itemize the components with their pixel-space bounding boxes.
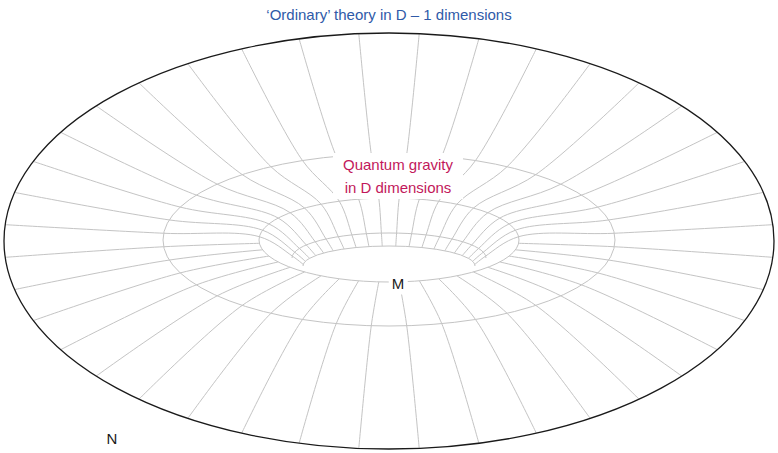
grid-line: [488, 267, 682, 376]
funnel-rims: [4, 33, 774, 449]
grid-line: [515, 250, 763, 290]
grid-line: [419, 281, 479, 443]
grid-line: [33, 256, 269, 321]
grid-ring: [163, 154, 615, 326]
grid-line: [422, 49, 536, 248]
throat-ring: [303, 246, 475, 266]
grid-line: [457, 276, 590, 419]
grid-line: [473, 272, 639, 399]
grid-line: [15, 250, 263, 290]
grid-line: [475, 225, 773, 265]
grid-line: [468, 161, 744, 258]
grid-line: [15, 192, 306, 261]
grid-line: [500, 262, 717, 350]
grid-line: [359, 34, 382, 246]
grid-line: [5, 225, 303, 265]
grid-line: [242, 49, 356, 248]
grid-line: [299, 39, 369, 247]
region-letter: M: [389, 272, 408, 295]
grid-ring: [259, 198, 519, 282]
bulk-caption: Quantum gravity in D dimensions: [333, 153, 463, 199]
outer-boundary: [4, 33, 774, 449]
grid-line: [399, 282, 419, 448]
grid-line: [139, 272, 305, 399]
grid-line: [299, 281, 359, 443]
grid-line: [519, 243, 773, 257]
grid-line: [242, 279, 340, 433]
grid-lines: [5, 34, 773, 449]
boundary-caption: ‘Ordinary’ theory in D – 1 dimensions: [266, 2, 511, 25]
grid-line: [445, 83, 639, 251]
grid-line: [462, 132, 717, 255]
grid-line: [409, 39, 479, 247]
grid-line: [454, 106, 681, 253]
grid-line: [96, 267, 290, 376]
region-letter: N: [107, 427, 118, 450]
grid-line: [61, 132, 316, 255]
grid-line: [139, 83, 333, 251]
grid-line: [96, 106, 323, 253]
grid-line: [5, 243, 259, 257]
grid-line: [188, 64, 344, 249]
grid-line: [61, 262, 278, 350]
grid-line: [33, 161, 309, 258]
grid-line: [473, 192, 764, 261]
grid-line: [359, 282, 379, 448]
